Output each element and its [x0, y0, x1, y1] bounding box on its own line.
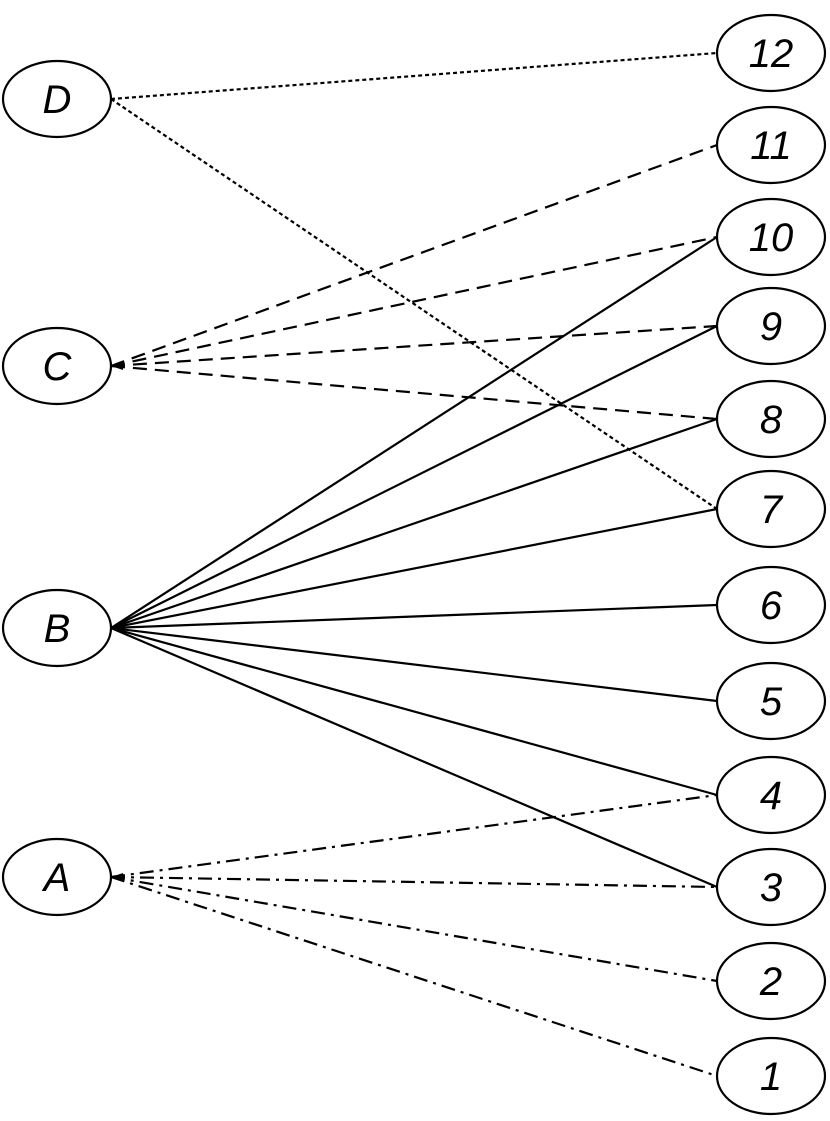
- node-ellipse-B: [1, 588, 113, 668]
- node-label-3: 3: [760, 866, 782, 910]
- node-8: 8: [715, 379, 827, 459]
- edge-A-4: [110, 793, 718, 879]
- node-ellipse-10: [715, 197, 827, 277]
- node-ellipse-4: [715, 755, 827, 835]
- nodes-layer: D C B A 12 11 10 9 8 7 6 5 4 3 2 1: [1, 13, 827, 1116]
- edge-B-9: [110, 325, 718, 629]
- edge-A-3: [110, 875, 718, 889]
- node-ellipse-A: [1, 837, 113, 917]
- node-label-5: 5: [760, 680, 783, 724]
- edge-B-3: [110, 626, 718, 889]
- node-4: 4: [715, 755, 827, 835]
- node-label-7: 7: [760, 488, 784, 532]
- node-3: 3: [715, 847, 827, 927]
- node-11: 11: [715, 105, 827, 185]
- node-ellipse-5: [715, 661, 827, 741]
- node-ellipse-D: [1, 59, 113, 139]
- node-label-2: 2: [759, 960, 782, 1004]
- edges-layer: [110, 51, 718, 1078]
- edge-A-1: [110, 875, 718, 1078]
- node-7: 7: [715, 469, 827, 549]
- node-9: 9: [715, 286, 827, 366]
- edge-B-7: [110, 507, 718, 630]
- node-B: B: [1, 588, 113, 668]
- node-D: D: [1, 59, 113, 139]
- node-A: A: [1, 837, 113, 917]
- node-ellipse-11: [715, 105, 827, 185]
- arrowhead-C: [111, 362, 123, 370]
- edge-C-9: [110, 324, 718, 368]
- node-label-4: 4: [760, 774, 782, 818]
- node-6: 6: [715, 565, 827, 645]
- node-ellipse-7: [715, 469, 827, 549]
- node-C: C: [1, 326, 113, 406]
- node-ellipse-1: [715, 1036, 827, 1116]
- node-ellipse-2: [715, 941, 827, 1021]
- node-label-11: 11: [750, 124, 792, 168]
- node-label-12: 12: [749, 32, 794, 76]
- node-label-8: 8: [760, 398, 783, 442]
- node-5: 5: [715, 661, 827, 741]
- edge-C-10: [110, 235, 718, 368]
- edge-B-4: [110, 626, 718, 797]
- node-ellipse-3: [715, 847, 827, 927]
- edge-B-10: [110, 236, 718, 629]
- node-label-C: C: [43, 345, 73, 389]
- node-1: 1: [715, 1036, 827, 1116]
- node-10: 10: [715, 197, 827, 277]
- node-label-B: B: [44, 607, 71, 651]
- node-ellipse-9: [715, 286, 827, 366]
- edge-B-5: [110, 626, 718, 703]
- node-label-D: D: [43, 78, 72, 122]
- node-ellipse-8: [715, 379, 827, 459]
- node-label-9: 9: [760, 305, 782, 349]
- node-ellipse-12: [715, 13, 827, 93]
- edge-C-8: [110, 364, 718, 421]
- node-ellipse-6: [715, 565, 827, 645]
- node-label-1: 1: [760, 1055, 782, 1099]
- edge-D-7: [110, 98, 718, 510]
- node-label-10: 10: [749, 216, 794, 260]
- arrowhead-A: [111, 873, 123, 881]
- edge-C-11: [110, 143, 718, 368]
- node-12: 12: [715, 13, 827, 93]
- edge-B-8: [110, 417, 718, 630]
- node-2: 2: [715, 941, 827, 1021]
- edge-B-6: [110, 603, 718, 630]
- node-label-6: 6: [760, 584, 783, 628]
- edge-A-2: [110, 875, 718, 983]
- node-ellipse-C: [1, 326, 113, 406]
- edge-D-12: [110, 51, 718, 101]
- node-label-A: A: [42, 856, 71, 900]
